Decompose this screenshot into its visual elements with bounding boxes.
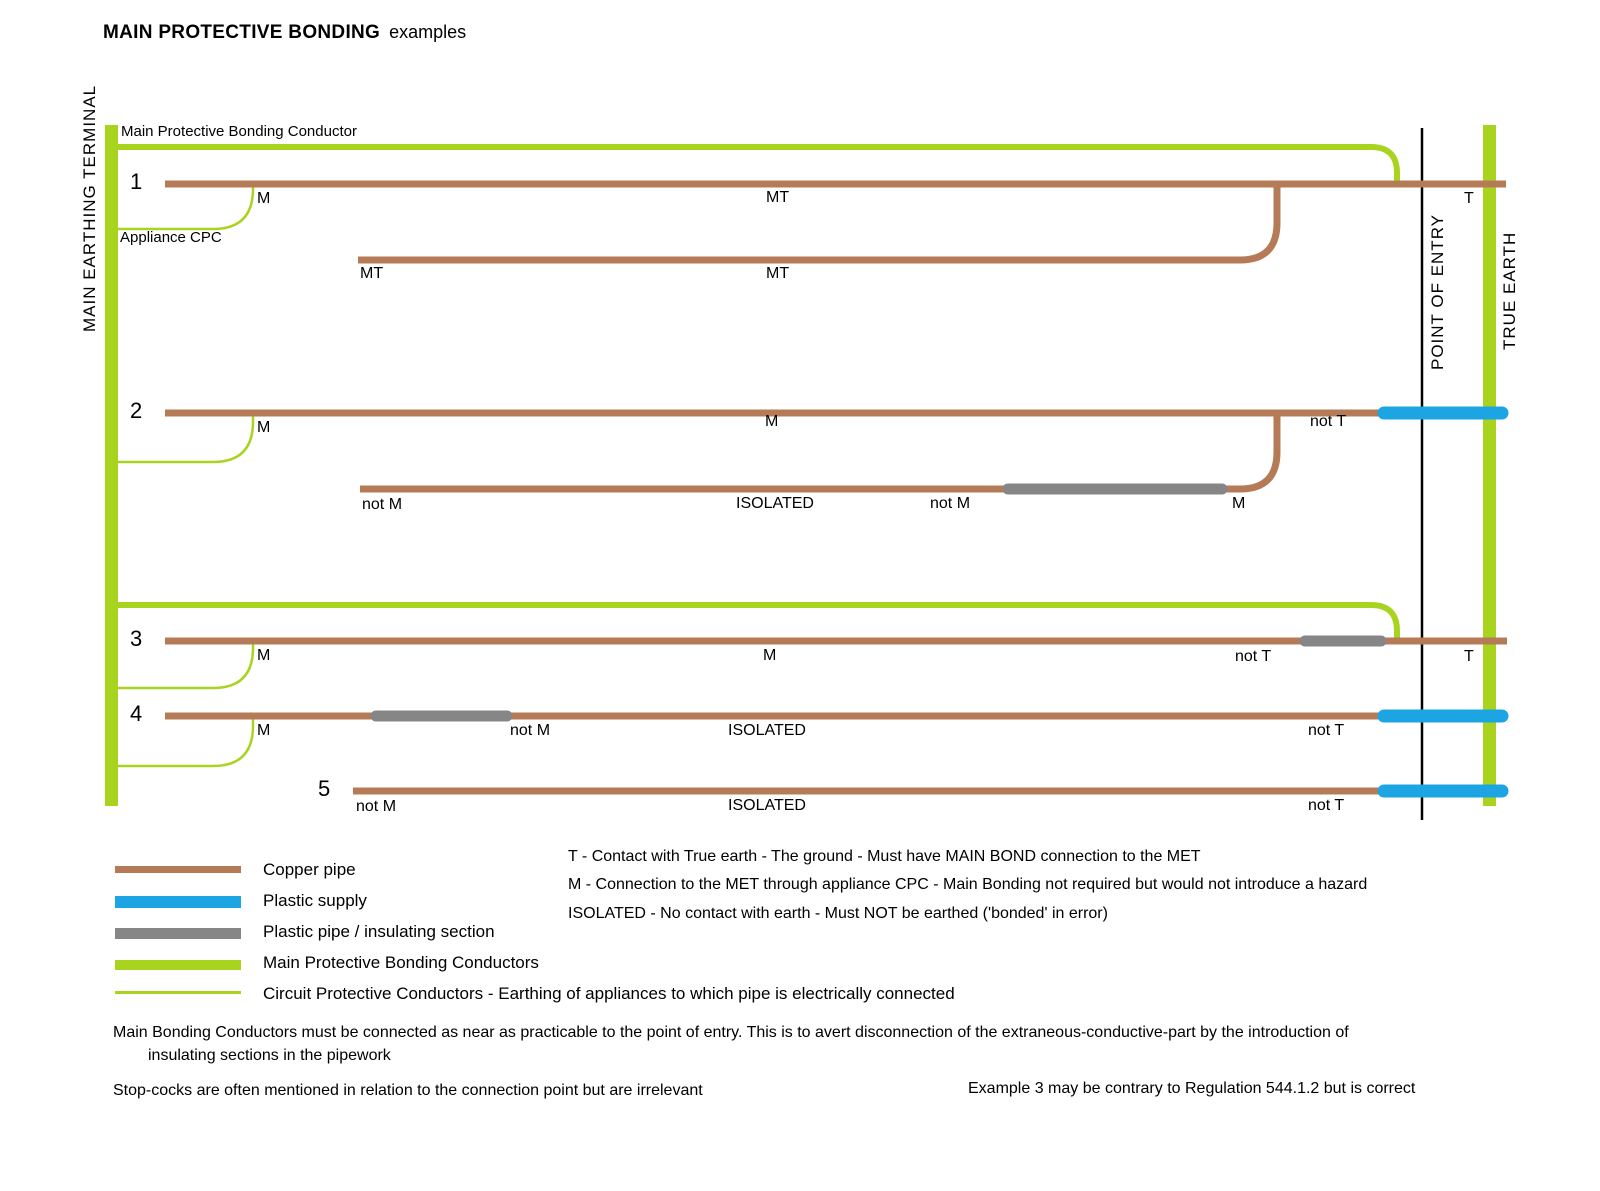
example-1-label-t: T xyxy=(1464,190,1474,207)
example-5-label-not-m: not M xyxy=(356,798,397,815)
main-earthing-terminal-label: MAIN EARTHING TERMINAL xyxy=(80,84,99,332)
example-4-label-not-t: not T xyxy=(1308,722,1345,739)
main-bonding-swatch xyxy=(115,960,241,970)
main-bonding-conductor-1 xyxy=(118,144,1400,183)
cpc-example-1 xyxy=(118,184,255,231)
legend-label-plastic-supply: Plastic supply xyxy=(263,891,367,910)
example-1-branch-label-mt-mid: MT xyxy=(766,265,790,282)
cpc-example-2 xyxy=(118,414,255,464)
legend-label-insulating-section: Plastic pipe / insulating section xyxy=(263,922,495,941)
note-bonding-point-of-entry-line2: insulating sections in the pipework xyxy=(148,1047,391,1064)
pipe-example-2-branch xyxy=(360,413,1281,493)
example-1-number: 1 xyxy=(130,169,143,194)
main-bonding-conductor-3 xyxy=(118,602,1400,641)
example-5-label-isolated: ISOLATED xyxy=(728,797,806,814)
example-2-branch-label-m: M xyxy=(1232,495,1246,512)
example-1-branch-label-mt-left: MT xyxy=(360,265,384,282)
legend-label-copper-pipe: Copper pipe xyxy=(263,860,356,879)
legend-label-cpc: Circuit Protective Conductors - Earthing… xyxy=(263,984,955,1003)
page-title-suffix: examples xyxy=(389,22,467,42)
example-2-label-m-mid: M xyxy=(765,413,779,430)
main-earthing-terminal-bar xyxy=(105,125,118,806)
definition-m: M - Connection to the MET through applia… xyxy=(568,876,1368,893)
legend-label-main-bonding: Main Protective Bonding Conductors xyxy=(263,953,539,972)
example-3-label-not-t: not T xyxy=(1235,648,1272,665)
example-3-label-m: M xyxy=(257,647,271,664)
copper-pipe-swatch xyxy=(115,866,241,873)
example-2-branch-label-isolated: ISOLATED xyxy=(736,495,814,512)
definition-t: T - Contact with True earth - The ground… xyxy=(568,848,1201,865)
example-2-branch-label-not-m-left: not M xyxy=(362,496,403,513)
plastic-supply-swatch xyxy=(115,896,241,908)
page-title: MAIN PROTECTIVE BONDING examples xyxy=(103,22,466,44)
true-earth-label: TRUE EARTH xyxy=(1500,231,1519,350)
point-of-entry-label: POINT OF ENTRY xyxy=(1428,213,1447,370)
example-5-number: 5 xyxy=(318,776,331,801)
cpc-swatch xyxy=(115,991,241,994)
example-2-label-m: M xyxy=(257,419,271,436)
example-3-number: 3 xyxy=(130,626,143,651)
example-1-label-m: M xyxy=(257,190,271,207)
example-2-number: 2 xyxy=(130,398,143,423)
pipe-example-1-branch xyxy=(358,184,1281,264)
example-5-label-not-t: not T xyxy=(1308,797,1345,814)
example-4-number: 4 xyxy=(130,701,143,726)
cpc-example-4 xyxy=(118,717,255,768)
example-1-label-mt: MT xyxy=(766,189,790,206)
example-2-branch-label-not-m: not M xyxy=(930,495,971,512)
note-bonding-point-of-entry-line1: Main Bonding Conductors must be connecte… xyxy=(113,1024,1349,1041)
true-earth-bar xyxy=(1483,125,1496,806)
definition-isolated: ISOLATED - No contact with earth - Must … xyxy=(568,905,1108,922)
example-3-label-m-mid: M xyxy=(763,647,777,664)
cpc-example-3 xyxy=(118,642,255,690)
example-2-label-not-t: not T xyxy=(1310,413,1347,430)
note-example-3-regulation: Example 3 may be contrary to Regulation … xyxy=(968,1080,1416,1097)
appliance-cpc-caption: Appliance CPC xyxy=(120,229,222,246)
page-title-main: MAIN PROTECTIVE BONDING xyxy=(103,22,381,43)
insulating-section-swatch xyxy=(115,928,241,939)
example-4-label-not-m: not M xyxy=(510,722,551,739)
example-3-label-t: T xyxy=(1464,648,1474,665)
bond-conductor-caption: Main Protective Bonding Conductor xyxy=(121,123,357,140)
example-4-label-isolated: ISOLATED xyxy=(728,722,806,739)
note-stop-cocks: Stop-cocks are often mentioned in relati… xyxy=(113,1082,703,1099)
example-4-label-m: M xyxy=(257,722,271,739)
